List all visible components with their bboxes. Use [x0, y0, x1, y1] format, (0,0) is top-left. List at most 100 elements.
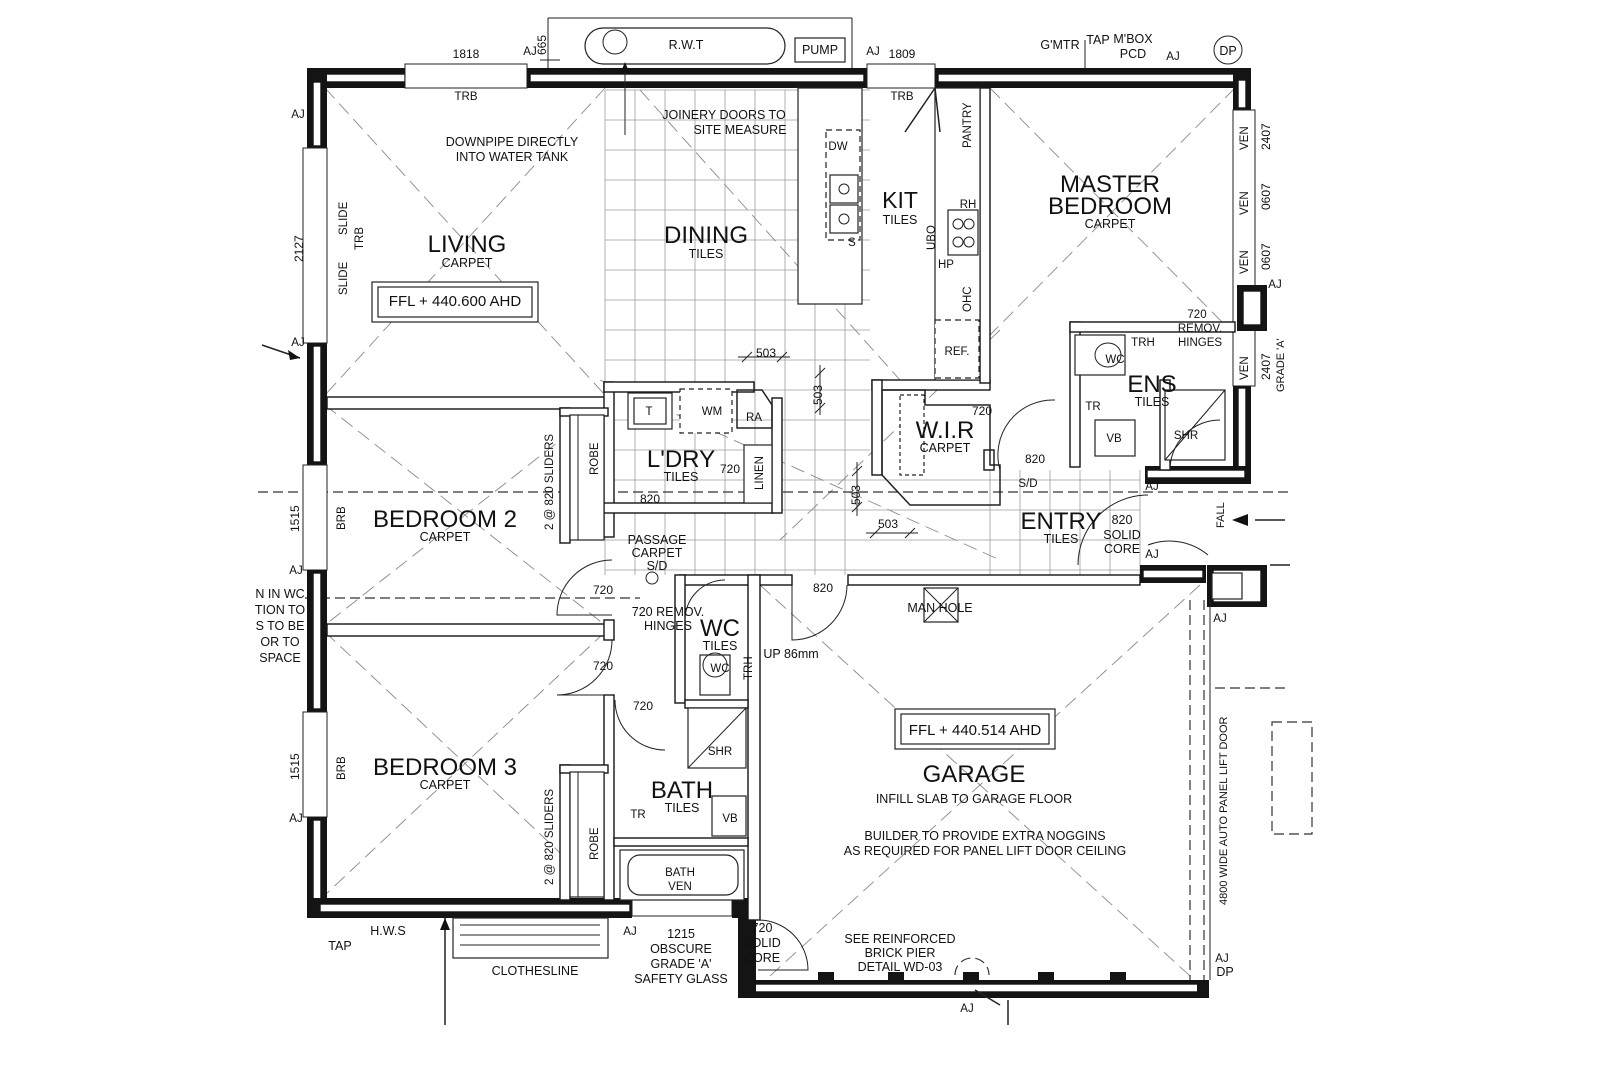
wc-note-1: N IN WC [255, 587, 304, 601]
aj-label-9: AJ [960, 1003, 973, 1015]
ra-label: RA [746, 412, 762, 424]
bed3-label: BEDROOM 3 [373, 754, 517, 781]
wir-label: W.I.R [916, 417, 975, 444]
dw-label: DW [828, 141, 847, 153]
wc-finish: TILES [703, 639, 738, 653]
bathtub-label: BATH [665, 867, 695, 879]
joinery-note-1: JOINERY DOORS TO [662, 108, 786, 122]
aj-label-1: AJ [523, 46, 536, 58]
wir-outline [881, 389, 1001, 506]
dim-2407-a: 2407 [1259, 123, 1273, 150]
ubo-label: UBO [926, 225, 938, 250]
joinery-note-2: SITE MEASURE [693, 123, 786, 137]
wc-fixture-label: WC [710, 663, 729, 675]
garage-label: GARAGE [923, 761, 1026, 788]
wc-door-hinges: HINGES [644, 619, 692, 633]
meter-box [1211, 572, 1243, 600]
sink-label: S [848, 237, 856, 249]
entry-door-width: 820 [1112, 513, 1133, 527]
aj-label-4: AJ [291, 109, 304, 121]
partial-detail-box [1271, 721, 1313, 835]
ven-label-3: VEN [1239, 250, 1251, 274]
dim-2127: 2127 [292, 235, 306, 262]
passage-finish: CARPET [632, 546, 683, 560]
wc-note-3: S TO BE [256, 619, 305, 633]
dim-0607-a: 0607 [1259, 183, 1273, 210]
aj-label-13: AJ [1145, 549, 1158, 561]
entry-door-core: CORE [1104, 542, 1140, 556]
pier-note-1: SEE REINFORCED [844, 932, 955, 946]
pier-note-3: DETAIL WD-03 [858, 960, 943, 974]
dim-503-a: 503 [756, 346, 776, 360]
bed2-finish: CARPET [420, 530, 471, 544]
kit-label: KIT [882, 187, 918, 213]
ldry-finish: TILES [664, 470, 699, 484]
garage-door-width: 720 [752, 921, 773, 935]
wc-label: WC [700, 615, 740, 642]
dim-2407-b: 2407 [1259, 353, 1273, 380]
wc-door-remov: 720 REMOV. [632, 605, 705, 619]
ldry-label: L'DRY [647, 446, 715, 473]
dim-665: 665 [535, 35, 549, 55]
living-label: LIVING [428, 231, 507, 258]
dim-820-entry: 820 [1025, 452, 1045, 466]
noggins-note-1: BUILDER TO PROVIDE EXTRA NOGGINS [864, 829, 1105, 843]
dim-720-bed2: 720 [593, 583, 613, 597]
aj-label-11: AJ [1213, 613, 1226, 625]
up-note: UP 86mm [763, 647, 818, 661]
section-arrows [261, 40, 1290, 1025]
grade-a-label: GRADE 'A' [1275, 338, 1287, 392]
bath-tr-label: TR [630, 809, 645, 821]
bed2-label: BEDROOM 2 [373, 506, 517, 533]
ens-vb-label: VB [1106, 433, 1122, 445]
bath-vb-label: VB [722, 813, 738, 825]
bed3-finish: CARPET [420, 778, 471, 792]
aj-label-14: AJ [1268, 279, 1281, 291]
bath-shr-label: SHR [708, 746, 732, 758]
passage-label: PASSAGE [628, 533, 687, 547]
noggins-note-2: AS REQUIRED FOR PANEL LIFT DOOR CEILING [844, 844, 1126, 858]
dim-1818: 1818 [453, 47, 480, 61]
downpipe-note-2: INTO WATER TANK [456, 150, 569, 164]
ens-door-width: 720 [1187, 309, 1206, 321]
dim-720-bath: 720 [633, 699, 653, 713]
dim-820-garage: 820 [813, 581, 833, 595]
ven-label-2: VEN [1239, 191, 1251, 215]
rh-label: RH [960, 199, 977, 211]
slide-label-2: SLIDE [338, 261, 350, 295]
wc-note-2: TION TO [255, 603, 306, 617]
dim-1515-b: 1515 [288, 753, 302, 780]
hws-label: H.W.S [370, 924, 405, 938]
kitchen-fixtures [797, 87, 981, 381]
brick-pier-icon [954, 957, 990, 976]
garage-door-solid: SOLID [743, 936, 781, 950]
wc-note-4: OR TO [260, 635, 299, 649]
manhole-note: MAN HOLE [907, 601, 972, 615]
dim-1515-a: 1515 [288, 505, 302, 532]
master-label-line2: BEDROOM [1048, 193, 1172, 220]
ohc-label: OHC [962, 286, 974, 312]
glass-note-4: SAFETY GLASS [634, 972, 728, 986]
master-label-line1: MASTER [1060, 171, 1160, 198]
living-finish: CARPET [442, 256, 493, 270]
dim-720-wir: 720 [972, 404, 992, 418]
ens-wc-fixture: WC [1105, 354, 1124, 366]
clothesline-label: CLOTHESLINE [492, 964, 579, 978]
trb-kit-label: TRB [891, 91, 914, 103]
aj-label-12: AJ [1145, 481, 1158, 493]
entry-door-solid: SOLID [1103, 528, 1141, 542]
master-finish: CARPET [1085, 217, 1136, 231]
bath-finish: TILES [665, 801, 700, 815]
ref-label: REF. [945, 346, 970, 358]
dim-503-c: 503 [849, 485, 863, 505]
ens-door-remov: REMOV. [1178, 323, 1222, 335]
ens-shr-label: SHR [1174, 430, 1198, 442]
door-swings [556, 399, 1221, 971]
tap-label: TAP [328, 939, 351, 953]
dimension-ticks [540, 22, 918, 539]
pump-label: PUMP [802, 43, 838, 57]
dim-503-b: 503 [811, 385, 825, 405]
pier-note-2: BRICK PIER [865, 946, 936, 960]
aj-label-7: AJ [289, 813, 302, 825]
